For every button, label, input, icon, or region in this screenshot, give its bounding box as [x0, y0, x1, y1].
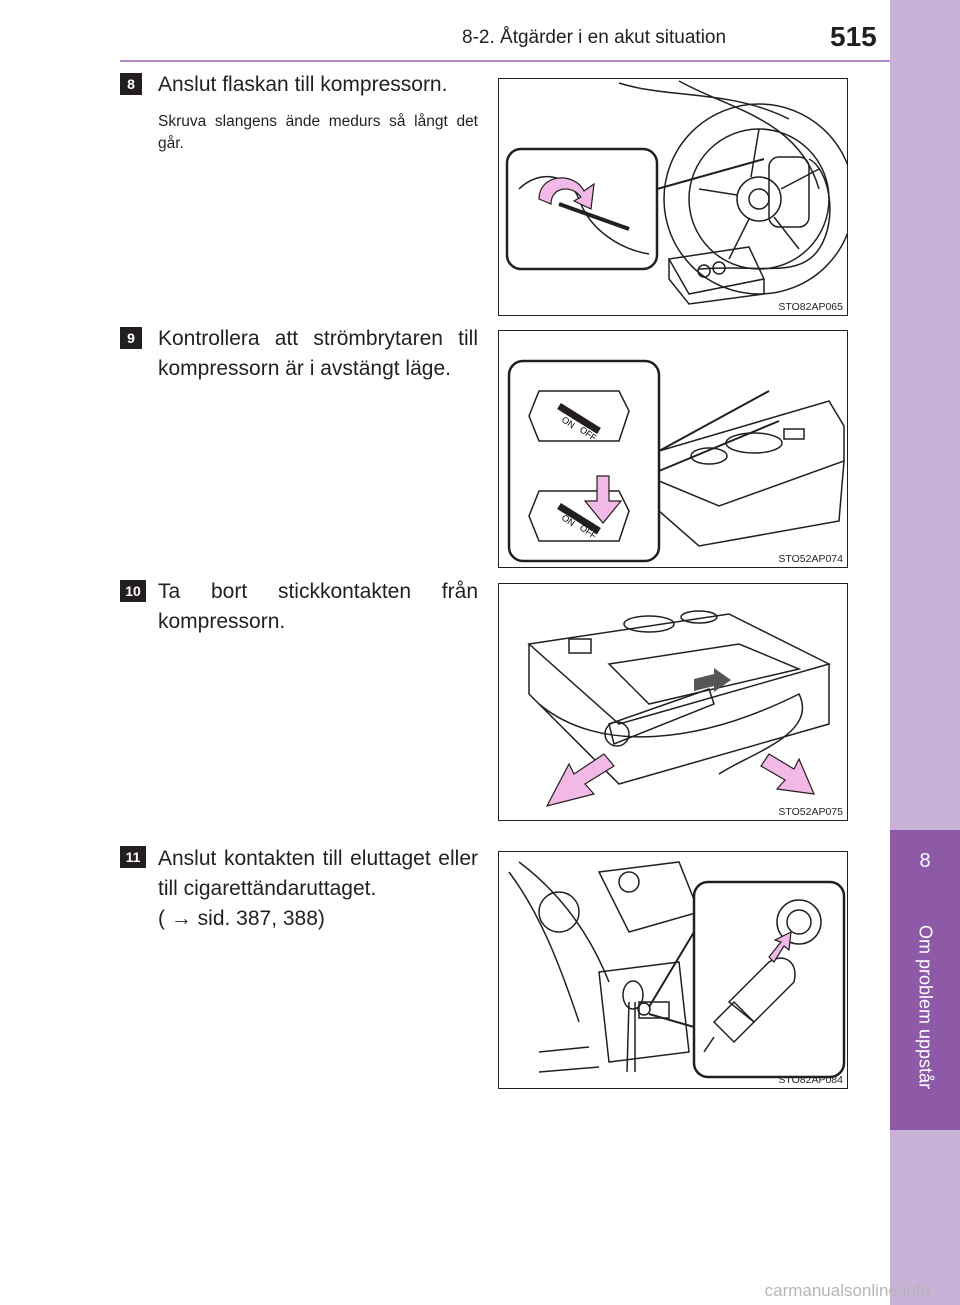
- header-divider: [120, 60, 890, 62]
- page-number: 515: [830, 21, 877, 52]
- insert-arrow-icon: [768, 930, 792, 963]
- watermark: carmanualsonline.info: [764, 1281, 930, 1300]
- right-arrow-icon: [760, 753, 815, 795]
- figure-remove-plug: STO52AP075: [498, 583, 848, 821]
- down-arrow-icon: [583, 475, 623, 524]
- figure-code: STO52AP074: [778, 553, 843, 565]
- step-badge-11: 11: [120, 846, 146, 868]
- chapter-tab[interactable]: [890, 830, 960, 1130]
- figure-check-switch: ON OFF ON OFF STO52AP074: [498, 330, 848, 568]
- step-8-text: Anslut flaskan till kompressorn.: [158, 73, 448, 96]
- step-11-text: Anslut kontakten till eluttaget eller ti…: [158, 847, 478, 900]
- step-8-subtext: Skruva slangens ände medurs så långt det…: [158, 113, 478, 152]
- figure-connect-bottle: STO82AP065: [498, 78, 848, 316]
- step-badge-8: 8: [120, 73, 142, 95]
- figure-code: STO82AP065: [778, 301, 843, 313]
- step-badge-10: 10: [120, 580, 146, 602]
- page-reference[interactable]: ( → sid. 387, 388): [158, 907, 325, 930]
- pull-arrow-icon: [694, 668, 731, 692]
- compressor-switch-illustration: ON OFF ON OFF: [507, 359, 845, 563]
- step-badge-9: 9: [120, 327, 142, 349]
- compressor-plug-illustration: [527, 610, 832, 807]
- figure-code: STO52AP075: [778, 806, 843, 818]
- figure-connect-socket: STO82AP084: [498, 851, 848, 1089]
- chapter-number: 8: [919, 850, 931, 872]
- section-title: 8-2. Åtgärder i en akut situation: [462, 27, 727, 48]
- chapter-title: Om problem uppstår: [915, 925, 936, 1090]
- left-arrow-icon: [545, 753, 615, 807]
- wheel-compressor-illustration: [505, 80, 847, 305]
- step-9-text: Kontrollera att strömbrytaren till kompr…: [158, 327, 478, 380]
- rotation-arrow-icon: [538, 177, 595, 210]
- step-10-text: Ta bort stickkontakten från kompressorn.: [158, 580, 478, 633]
- socket-illustration: [508, 861, 846, 1079]
- figure-code: STO82AP084: [778, 1074, 843, 1086]
